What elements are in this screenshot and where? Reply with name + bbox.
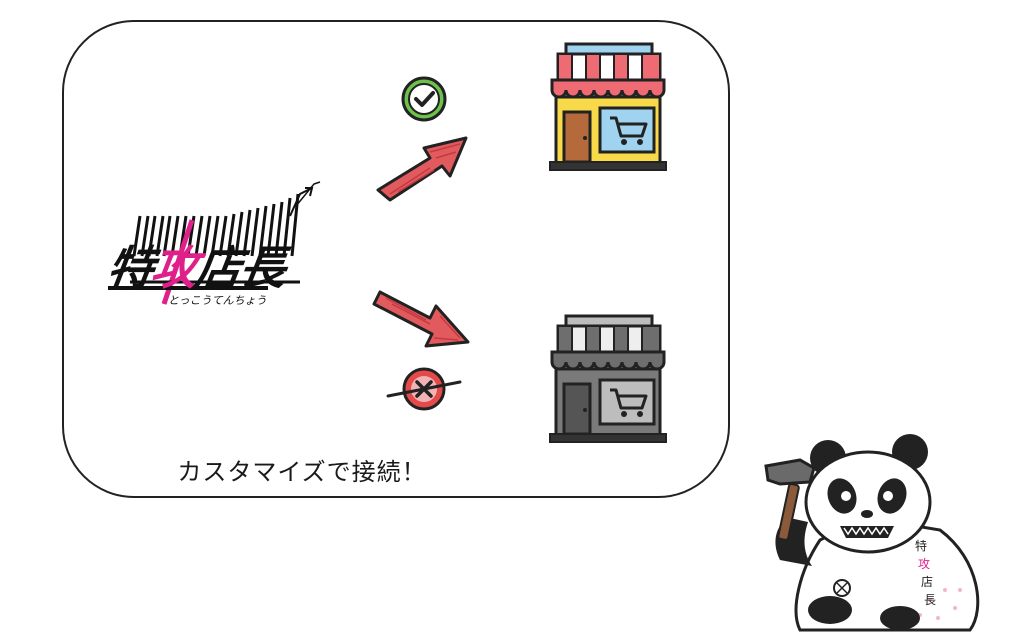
storefront-gray-icon <box>549 314 667 443</box>
coat-char-4: 長 <box>924 593 936 607</box>
logo-barcode <box>108 181 321 305</box>
caption: カスタマイズで接続！ <box>177 458 427 486</box>
arrow-up-right-icon <box>376 136 468 202</box>
arrow-down-right-icon <box>372 290 470 348</box>
logo-reading: とっこうてんちょう <box>168 294 267 307</box>
storefront-icon <box>549 42 667 171</box>
panda-mascot: 特 攻 店 長 <box>764 434 980 632</box>
check-circle-icon <box>401 76 447 122</box>
coat-char-2: 攻 <box>918 557 930 571</box>
coat-char-3: 店 <box>921 575 933 589</box>
cross-circle-icon <box>386 367 462 411</box>
logo-title: 特攻店長 <box>103 241 288 295</box>
coat-char-1: 特 <box>915 538 927 553</box>
